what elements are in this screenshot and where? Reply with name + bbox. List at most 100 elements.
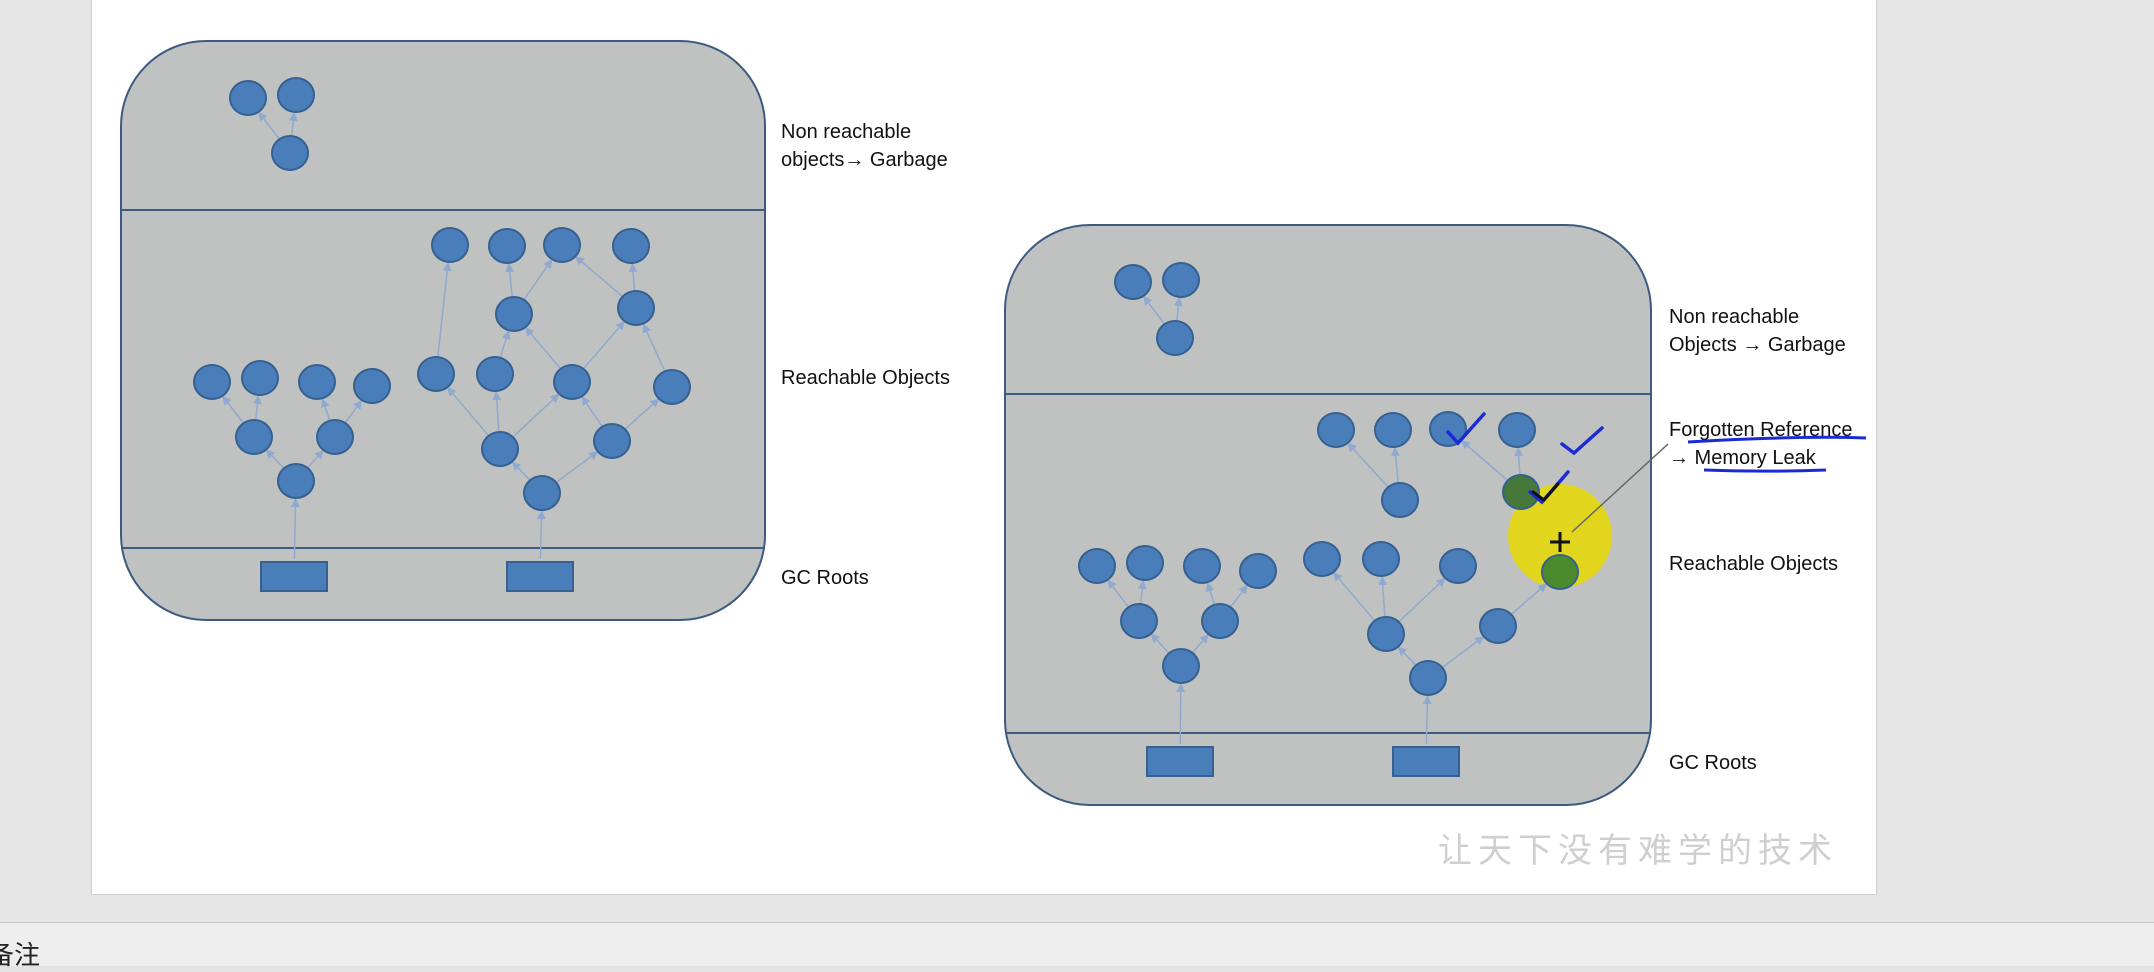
reference-arrow — [258, 111, 281, 140]
gc-root-box — [260, 561, 328, 592]
right-reachable-label: Reachable Objects — [1669, 553, 1838, 575]
left-roots-label: GC Roots — [781, 567, 869, 589]
reference-arrow — [222, 395, 245, 424]
object-node — [617, 290, 655, 326]
reference-arrow — [1422, 695, 1432, 745]
reference-arrow — [525, 327, 562, 370]
reference-arrow — [1397, 577, 1446, 623]
left-garbage-label-1: Non reachable — [781, 121, 911, 143]
gc-root-box — [1392, 746, 1460, 777]
forgotten-reference-node — [1502, 474, 1540, 510]
right-nodes — [1078, 262, 1579, 777]
object-node — [316, 419, 354, 455]
object-node — [543, 227, 581, 263]
reference-arrow — [252, 395, 262, 421]
object-node — [1429, 411, 1467, 447]
object-node — [553, 364, 591, 400]
object-node — [1498, 412, 1536, 448]
underline-ink-memory-leak — [1703, 468, 1827, 473]
underline-ink-forgotten — [1687, 435, 1867, 444]
reference-arrow — [511, 393, 560, 438]
crosshair-cursor — [1550, 532, 1570, 552]
reference-arrow — [1107, 579, 1130, 608]
right-edges — [1107, 295, 1548, 745]
object-node — [298, 364, 336, 400]
reference-arrow — [505, 263, 515, 298]
object-node — [1183, 548, 1221, 584]
object-node — [353, 368, 391, 404]
checkmark-ink-3 — [1528, 470, 1570, 505]
object-node — [277, 463, 315, 499]
object-node — [1201, 603, 1239, 639]
reference-arrow — [582, 320, 625, 370]
reference-arrow — [624, 398, 660, 431]
reference-arrow — [447, 387, 490, 437]
object-node — [1374, 412, 1412, 448]
reference-arrow — [1378, 576, 1388, 618]
object-node — [488, 228, 526, 264]
object-node — [1126, 545, 1164, 581]
gc-root-box — [1146, 746, 1214, 777]
reference-arrow — [1333, 572, 1376, 622]
reference-arrow — [1460, 440, 1509, 482]
left-nodes — [193, 77, 691, 592]
left-edges — [222, 111, 666, 560]
garbage-object-node — [1156, 320, 1194, 356]
object-node — [612, 228, 650, 264]
garbage-object-node — [229, 80, 267, 116]
reference-arrow — [536, 510, 546, 560]
reference-arrow — [499, 330, 511, 359]
forgotten-ref-label-2: → Memory Leak — [1669, 447, 1817, 469]
object-node — [1381, 482, 1419, 518]
object-node — [481, 431, 519, 467]
reference-arrow — [555, 451, 599, 484]
right-garbage-label-1: Non reachable — [1669, 306, 1799, 328]
reference-arrow — [288, 112, 298, 137]
right-diagram: Non reachable Objects → Garbage Forgotte… — [1004, 224, 1867, 806]
reference-arrow — [642, 323, 666, 372]
object-node — [431, 227, 469, 263]
object-node — [235, 419, 273, 455]
reference-arrow — [1441, 636, 1485, 669]
checkmark-ink-2 — [1560, 426, 1604, 456]
object-node — [523, 475, 561, 511]
reference-arrow — [437, 262, 452, 358]
gc-root-box — [506, 561, 574, 592]
reference-arrow — [344, 399, 363, 424]
left-garbage-label-2: objects→ Garbage — [781, 149, 948, 171]
garbage-object-node — [1114, 264, 1152, 300]
object-node — [593, 423, 631, 459]
reference-arrow — [1173, 297, 1183, 322]
reference-arrow — [265, 449, 285, 470]
reference-arrow — [575, 256, 624, 298]
object-node — [1162, 648, 1200, 684]
object-node — [1409, 660, 1447, 696]
reference-arrow — [511, 461, 531, 482]
reference-arrow — [320, 398, 331, 422]
leaking-object-node — [1541, 554, 1579, 590]
notes-bar[interactable]: 备注 — [0, 922, 2154, 970]
object-node — [1362, 541, 1400, 577]
object-node — [1120, 603, 1158, 639]
forgotten-leader-line — [1571, 443, 1669, 533]
garbage-object-node — [277, 77, 315, 113]
reference-arrow — [1514, 447, 1524, 476]
reference-arrow — [1176, 683, 1186, 745]
object-node — [1367, 616, 1405, 652]
notes-label: 备注 — [0, 940, 41, 970]
gc-reachability-diagrams: Non reachable objects→ Garbage Reachable… — [120, 40, 1867, 871]
object-node — [476, 356, 514, 392]
forgotten-ref-label-1: Forgotten Reference — [1669, 419, 1852, 441]
right-garbage-label-2: Objects → Garbage — [1669, 334, 1846, 356]
object-node — [193, 364, 231, 400]
object-node — [495, 296, 533, 332]
object-node — [1439, 548, 1477, 584]
reference-arrow — [1137, 580, 1147, 605]
object-node — [1239, 553, 1277, 589]
reference-arrow — [1391, 447, 1401, 484]
object-node — [417, 356, 455, 392]
reference-arrow — [1143, 295, 1166, 325]
right-roots-label: GC Roots — [1669, 752, 1757, 774]
object-node — [1078, 548, 1116, 584]
watermark: 让天下没有难学的技术 — [1438, 831, 1838, 871]
